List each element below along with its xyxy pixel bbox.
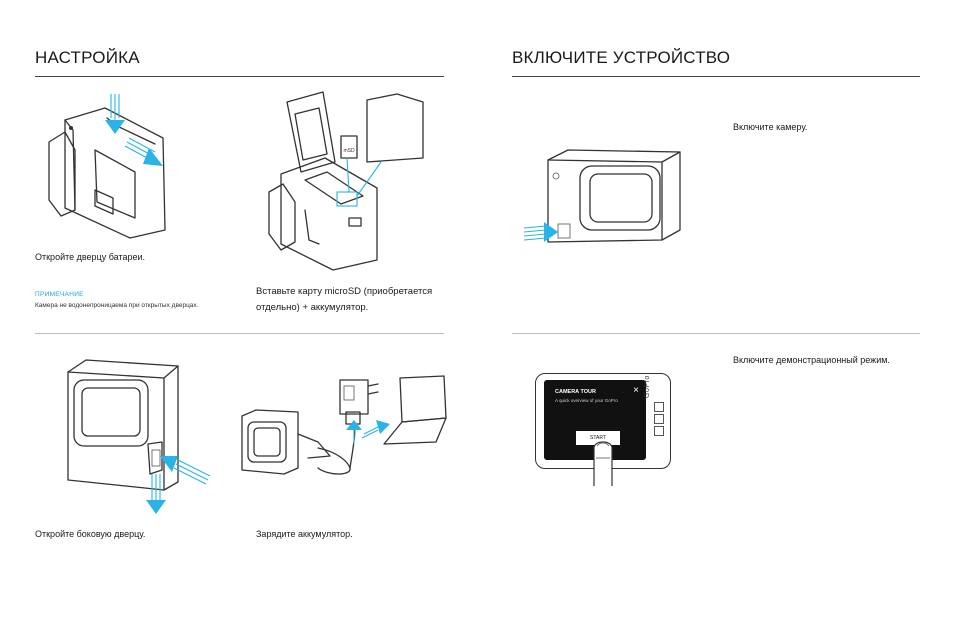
power-on-caption: Включите камеру.: [733, 122, 808, 132]
side-door-illustration: [67, 359, 211, 514]
demo-mode-caption: Включите демонстрационный режим.: [733, 355, 890, 365]
arrow-right-icon: [361, 420, 390, 439]
close-icon[interactable]: ×: [633, 385, 639, 396]
section-divider-right: [512, 333, 920, 334]
mode-icon: [654, 426, 664, 436]
mode-icon: [654, 414, 664, 424]
insert-card-illustration: mSD: [268, 91, 424, 271]
setup-heading: НАСТРОЙКА: [35, 48, 140, 67]
screen-subtitle: A quick overview of your GoPro: [555, 398, 618, 403]
power-button-illustration: [523, 149, 681, 243]
power-on-heading: ВКЛЮЧИТЕ УСТРОЙСТВО: [512, 48, 731, 67]
battery-door-illustration: [48, 94, 166, 239]
step2-caption: Вставьте карту microSD (приобретается от…: [256, 286, 433, 313]
gopro-logo: GoPro: [644, 375, 651, 398]
step1-caption: Откройте дверцу батареи.: [35, 252, 146, 262]
step3-caption: Откройте боковую дверцу.: [35, 529, 146, 539]
arrow-right-icon: [523, 222, 558, 242]
mode-icon: [654, 402, 664, 412]
step4-caption: Зарядите аккумулятор.: [256, 529, 353, 539]
note-text: Камера не водонепроницаема при открытых …: [35, 302, 199, 309]
charging-illustration: [241, 375, 447, 475]
arrow-down-icon: [105, 94, 125, 134]
arrow-down-icon: [146, 474, 166, 514]
setup-heading-rule: [35, 76, 444, 77]
note-label: ПРИМЕЧАНИЕ: [35, 291, 84, 298]
arrow-right-icon: [124, 137, 163, 166]
finger-icon: [593, 441, 613, 486]
svg-text:mSD: mSD: [343, 148, 355, 154]
power-on-heading-rule: [512, 76, 920, 77]
arrow-up-icon: [346, 420, 362, 444]
arrow-left-icon: [160, 456, 211, 485]
screen-title: CAMERA TOUR: [555, 389, 596, 395]
start-button[interactable]: START: [576, 431, 620, 445]
section-divider-left: [35, 333, 444, 334]
